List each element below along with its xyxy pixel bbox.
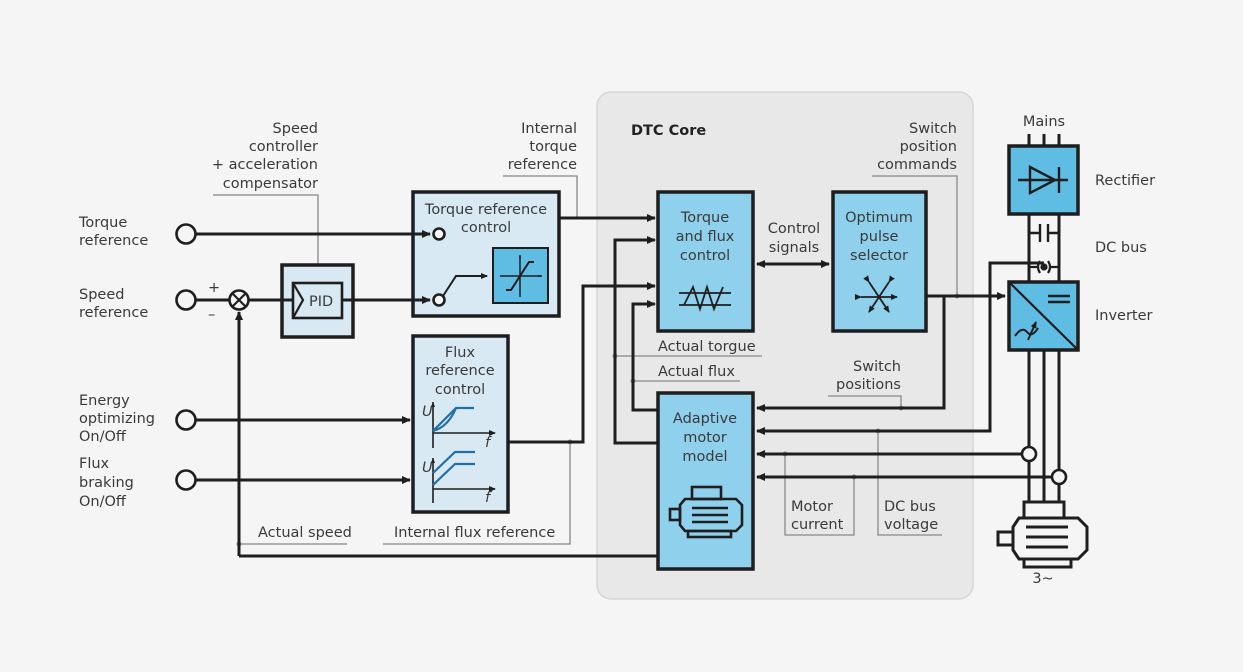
three-phase-motor-icon <box>996 500 1089 569</box>
flux-braking-terminal <box>175 469 197 491</box>
svg-text:Optimum: Optimum <box>845 210 913 226</box>
svg-text:reference: reference <box>79 233 148 249</box>
svg-text:motor: motor <box>683 430 727 446</box>
torque-flux-control-block: Torque and flux control <box>656 190 755 333</box>
switch-positions-label: Switch <box>853 359 901 375</box>
torque-reference-terminal <box>175 223 197 245</box>
svg-text:reference: reference <box>508 157 577 173</box>
svg-text:commands: commands <box>877 157 957 173</box>
dc-bus-label: DC bus <box>1095 240 1147 256</box>
hysteresis-icon <box>679 284 731 312</box>
svg-text:Switch: Switch <box>909 121 957 137</box>
svg-text:Flux: Flux <box>79 456 110 472</box>
svg-text:Speed: Speed <box>273 121 318 137</box>
svg-text:f: f <box>485 435 492 451</box>
svg-text:torque: torque <box>529 139 577 155</box>
svg-text:+ acceleration: + acceleration <box>212 157 318 173</box>
svg-text:position: position <box>900 139 957 155</box>
svg-text:controller: controller <box>249 139 318 155</box>
svg-text:Internal: Internal <box>521 121 577 137</box>
svg-text:Energy: Energy <box>79 393 130 409</box>
speed-reference-terminal <box>175 289 197 311</box>
rectifier-block <box>1007 144 1080 216</box>
signal-wires <box>196 214 1058 558</box>
sum-minus-sign: – <box>208 307 215 323</box>
ac-wave-icon <box>1014 321 1039 341</box>
summing-junction-icon <box>228 289 250 311</box>
speed-controller-label: Speed controller + acceleration compensa… <box>212 121 318 192</box>
mains-label: Mains <box>1023 114 1065 130</box>
torque-reference-input: Torque reference <box>78 215 197 249</box>
svg-text:reference: reference <box>425 363 494 379</box>
internal-torque-reference-label: Internal torque reference <box>508 121 577 173</box>
svg-text:U: U <box>422 404 433 420</box>
vector-star-icon <box>855 275 898 313</box>
diode-icon <box>1018 165 1068 195</box>
motor-current-label-2: current <box>791 517 844 533</box>
svg-text:On/Off: On/Off <box>79 494 127 510</box>
rectifier-label: Rectifier <box>1095 173 1155 189</box>
svg-text:reference: reference <box>79 305 148 321</box>
svg-text:f: f <box>485 490 492 506</box>
optimum-pulse-selector-block: Optimum pulse selector <box>831 190 928 333</box>
svg-text:control: control <box>680 248 730 264</box>
svg-text:optimizing: optimizing <box>79 411 155 427</box>
svg-text:braking: braking <box>79 475 134 491</box>
energy-optimizing-terminal <box>175 409 197 431</box>
svg-text:Flux: Flux <box>445 345 476 361</box>
torque-reference-control-block: Torque reference control <box>411 190 561 318</box>
switch-position-commands-label: Switch position commands <box>877 121 957 173</box>
capacitor-icon <box>1029 224 1059 242</box>
pid-label: PID <box>309 294 333 310</box>
inverter-block <box>1007 280 1080 352</box>
svg-text:Speed: Speed <box>79 287 124 303</box>
dc-bus-voltage-label-2: voltage <box>884 517 938 533</box>
svg-text:pulse: pulse <box>860 229 899 245</box>
svg-text:Adaptive: Adaptive <box>673 411 737 427</box>
energy-optimizing-input: Energy optimizing On/Off <box>79 393 197 445</box>
svg-text:Torque: Torque <box>680 210 729 226</box>
svg-text:control: control <box>435 382 485 398</box>
svg-text:model: model <box>682 449 727 465</box>
svg-text:Torque: Torque <box>78 215 127 231</box>
speed-reference-input: Speed reference <box>79 287 197 321</box>
motor-phase-label: 3~ <box>1032 571 1053 587</box>
flux-braking-input: Flux braking On/Off <box>79 456 197 510</box>
current-sensor-2 <box>1050 468 1068 486</box>
svg-text:selector: selector <box>850 248 908 264</box>
u-f-curve-icon-2: U f <box>422 450 495 506</box>
motor-current-label: Motor <box>791 499 833 515</box>
svg-text:control: control <box>461 220 511 236</box>
actual-speed-label: Actual speed <box>258 525 352 541</box>
control-signals-label-2: signals <box>769 240 819 256</box>
flux-reference-control-block: Flux reference control U f U f <box>411 334 510 514</box>
actual-torque-label: Actual torgue <box>658 339 756 355</box>
internal-flux-reference-label: Internal flux reference <box>394 525 555 541</box>
dc-bus-voltage-label: DC bus <box>884 499 936 515</box>
adaptive-motor-model-block: Adaptive motor model <box>656 391 755 571</box>
sum-plus-sign: + <box>208 280 220 296</box>
motor-icon <box>668 485 744 539</box>
svg-text:Torque reference: Torque reference <box>424 202 547 218</box>
svg-text:compensator: compensator <box>223 176 318 192</box>
current-sensor-1 <box>1020 445 1038 463</box>
u-f-curve-icon-1: U f <box>422 402 495 451</box>
actual-flux-label: Actual flux <box>658 364 735 380</box>
control-signals-label: Control <box>768 221 820 237</box>
svg-text:and flux: and flux <box>676 229 735 245</box>
switch-positions-label-2: positions <box>836 377 901 393</box>
svg-text:U: U <box>422 460 433 476</box>
limiter-icon <box>492 247 549 304</box>
svg-text:On/Off: On/Off <box>79 429 127 445</box>
voltage-sensor-icon <box>1029 260 1059 274</box>
dtc-core-title: DTC Core <box>631 123 706 139</box>
inverter-label: Inverter <box>1095 308 1153 324</box>
